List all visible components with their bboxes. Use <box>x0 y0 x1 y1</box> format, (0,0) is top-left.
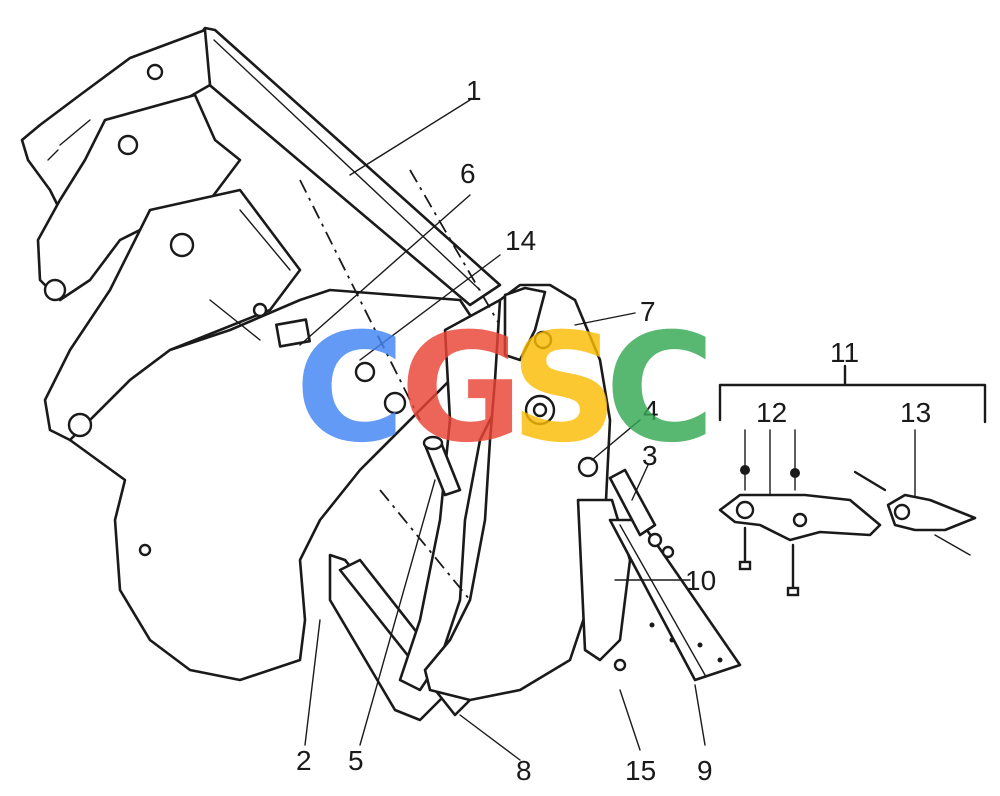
watermark-letter-c1: C <box>295 302 405 476</box>
callout-5: 5 <box>348 745 364 776</box>
callout-labels: 1 2 3 4 5 6 7 8 9 10 11 12 13 14 15 <box>296 75 931 786</box>
callout-8: 8 <box>516 755 532 786</box>
cutting-edge-plate <box>608 518 742 682</box>
callout-14: 14 <box>505 225 536 256</box>
callout-12: 12 <box>756 397 787 428</box>
callout-1: 1 <box>466 75 482 106</box>
bucket-body <box>20 26 522 722</box>
callout-10: 10 <box>685 565 716 596</box>
callout-6: 6 <box>460 158 476 189</box>
watermark-letter-g: G <box>400 302 523 476</box>
callout-7: 7 <box>640 296 656 327</box>
callout-4: 4 <box>643 395 659 426</box>
callout-9: 9 <box>697 755 713 786</box>
leader-lines <box>299 99 916 761</box>
callout-11: 11 <box>830 337 859 368</box>
side-cutter <box>423 283 632 702</box>
callout-15: 15 <box>625 755 656 786</box>
watermark-letter-c2: C <box>605 302 715 476</box>
pins-and-bushings <box>252 302 675 559</box>
callout-2: 2 <box>296 745 312 776</box>
callout-13: 13 <box>900 397 931 428</box>
tooth-assembly <box>718 364 987 597</box>
callout-3: 3 <box>642 440 658 471</box>
watermark-letter-s: S <box>510 302 618 476</box>
watermark: C G S C <box>295 302 715 476</box>
